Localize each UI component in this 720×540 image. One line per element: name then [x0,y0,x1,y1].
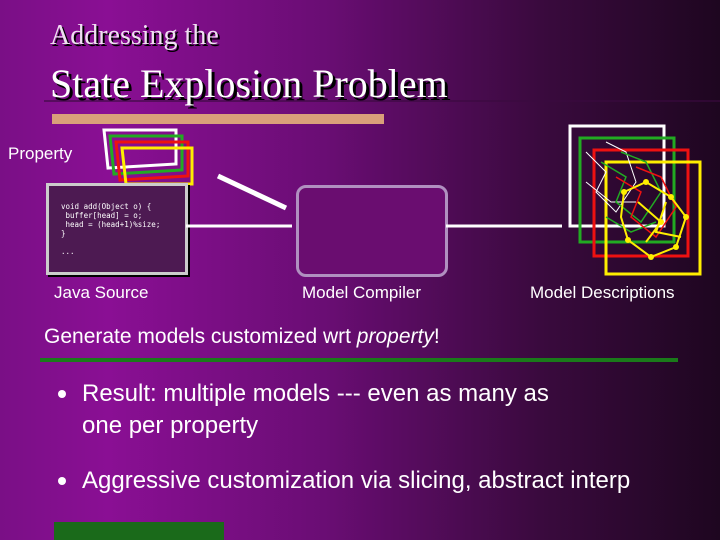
bottom-decor-bar [54,522,224,540]
title-underline [52,114,384,124]
generate-emphasis: property [356,325,434,348]
generate-rule [40,358,678,362]
bullet-dot [58,477,66,485]
generate-statement: Generate models customized wrt property! [44,325,440,349]
model-descriptions-caption: Model Descriptions [530,283,675,302]
java-code: void add(Object o) { buffer[head] = o; h… [61,202,161,256]
bullet-result-line1: Result: multiple models --- even as many… [82,380,549,407]
generate-prefix: Generate models customized wrt [44,325,357,348]
compiler-arrow-icon [446,224,562,228]
generate-suffix: ! [433,325,440,348]
bullet-aggressive-line1: Aggressive customization via slicing, ab… [82,467,631,494]
bullet-result: Result: multiple models --- even as many… [82,378,549,442]
property-arrow-icon [216,173,288,211]
model-compiler-caption: Model Compiler [302,283,422,302]
source-arrow-icon [186,224,292,228]
slide-title-line2: State Explosion Problem [50,61,448,106]
property-label: Property [8,144,73,163]
java-source-code-box: void add(Object o) { buffer[head] = o; h… [46,183,188,275]
bullet-aggressive: Aggressive customization via slicing, ab… [82,465,630,497]
property-documents-icon [102,128,194,186]
bullet-dot [58,390,66,398]
slide-title-line1: Addressing the [50,20,219,51]
java-source-caption: Java Source [54,283,149,302]
bullet-result-line2: one per property [82,412,259,439]
model-compiler-box [296,185,448,277]
model-descriptions-graphs-icon [568,124,702,276]
title-divider [44,100,720,102]
